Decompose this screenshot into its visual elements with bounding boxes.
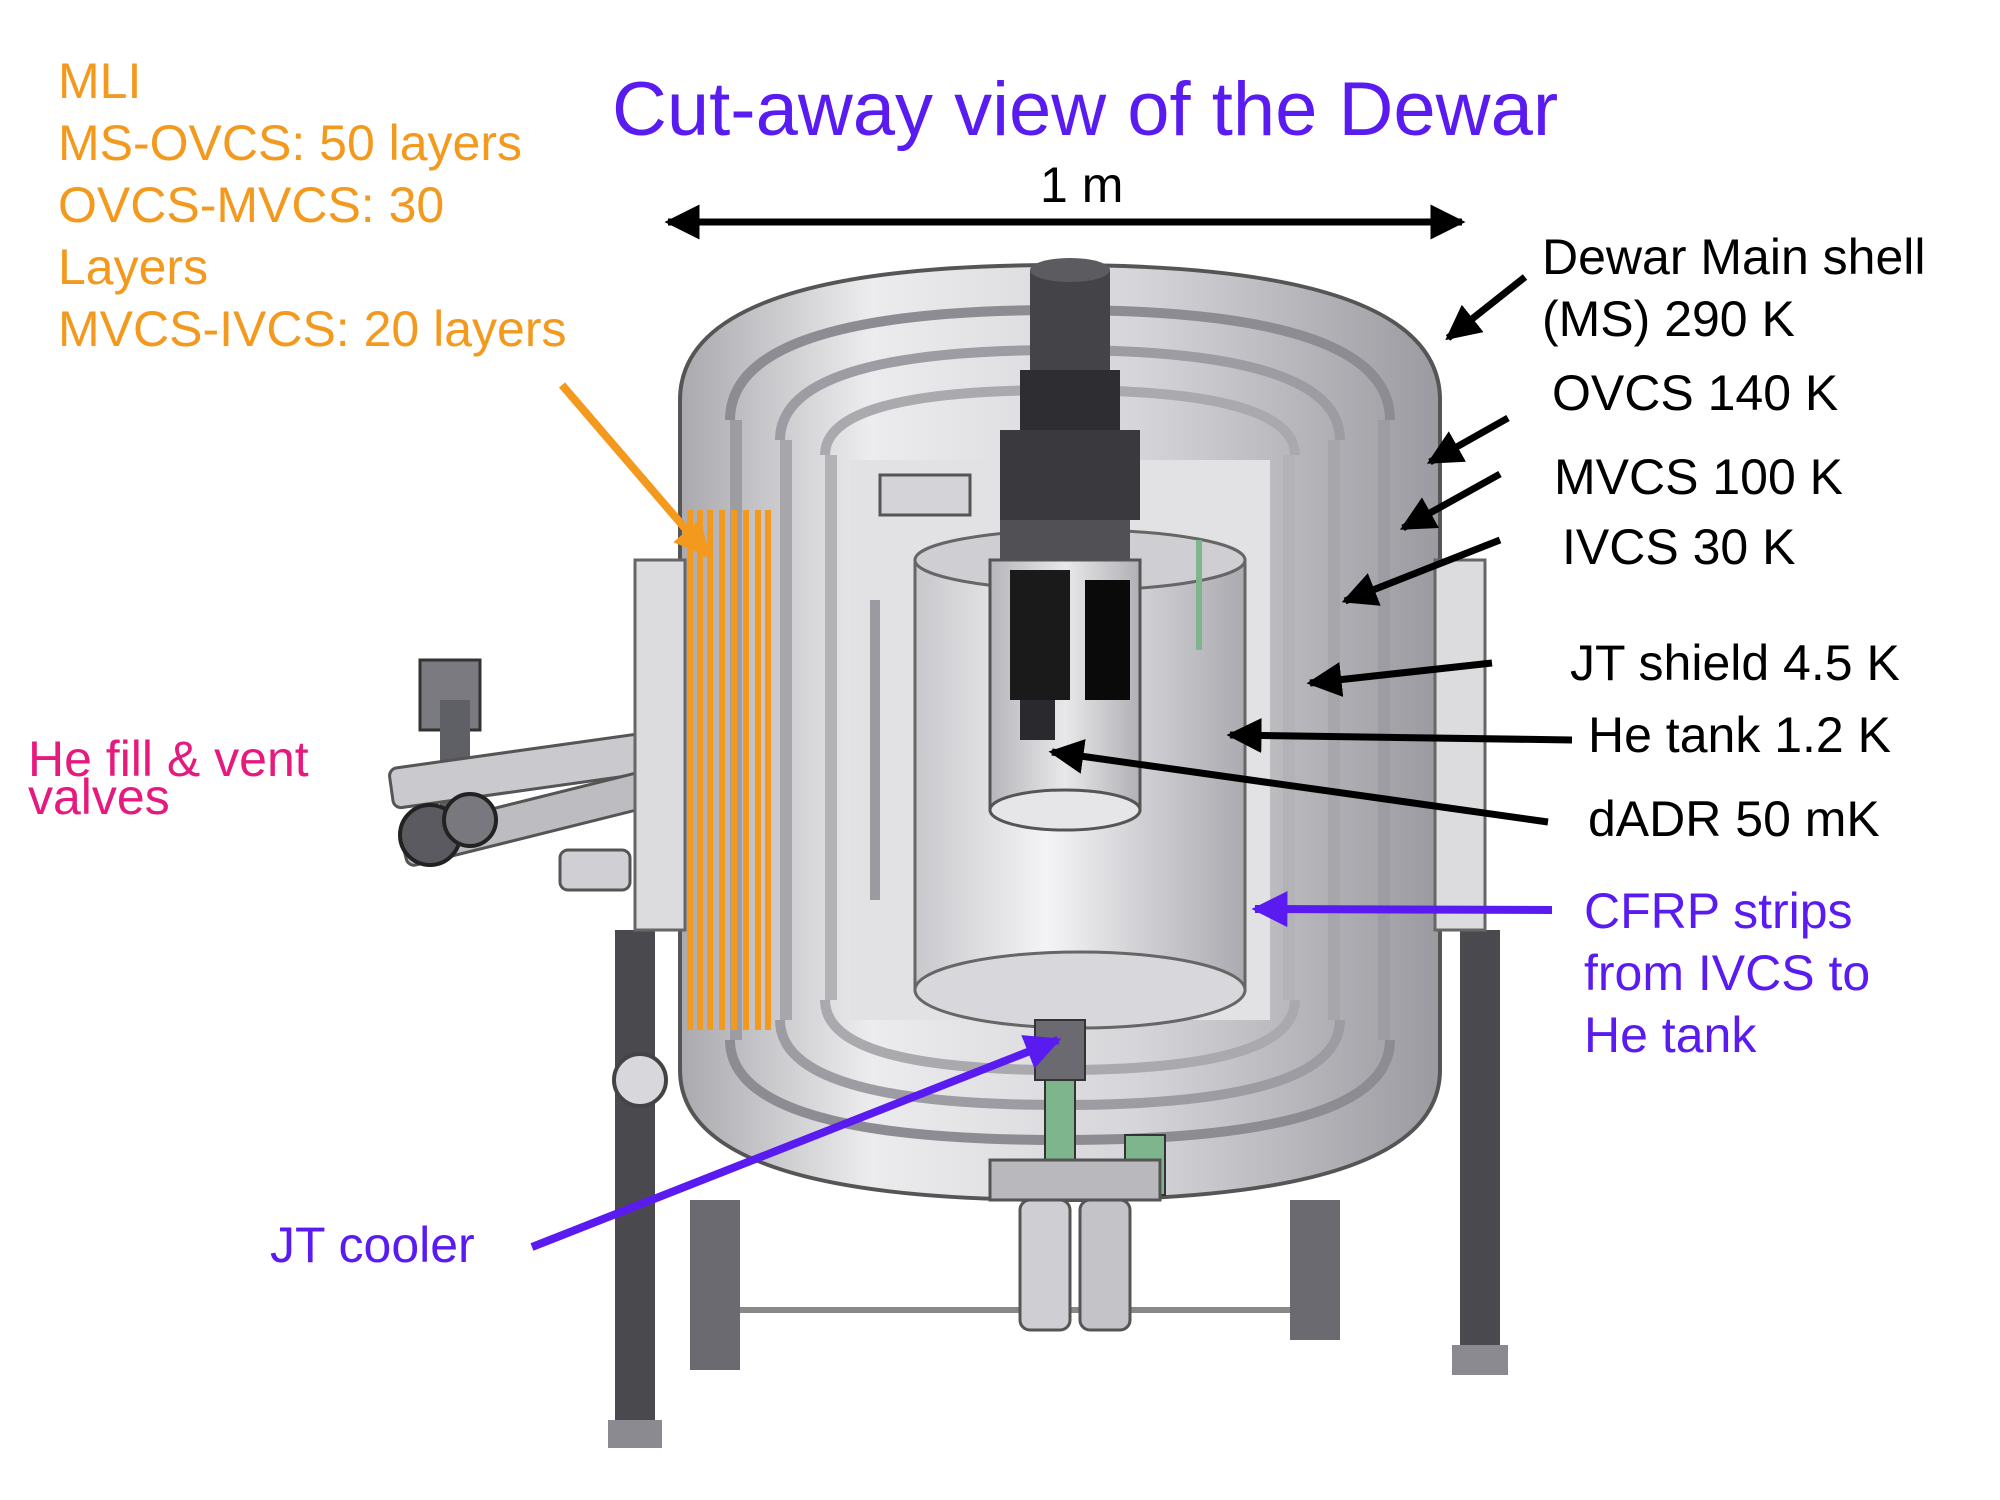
he-fill-line: valves bbox=[28, 769, 170, 825]
mli-line: MVCS-IVCS: 20 layers bbox=[58, 301, 567, 357]
jt-cooler-arrow bbox=[530, 1035, 1062, 1251]
he-fill-line: He fill & vent bbox=[28, 731, 309, 787]
cfrp-line: from IVCS to bbox=[1584, 945, 1871, 1001]
mli-line: MLI bbox=[58, 53, 142, 109]
cfrp-line: He tank bbox=[1584, 1007, 1757, 1063]
he-fill-vent-label: He fill & vent valves bbox=[28, 731, 309, 825]
mli-arrow bbox=[558, 382, 712, 558]
dadr-label: dADR 50 mK bbox=[1588, 791, 1880, 847]
dadr-arrow bbox=[1048, 739, 1549, 826]
callout-arrows bbox=[1048, 274, 1573, 826]
fill-vent-valve-assembly bbox=[388, 658, 668, 1108]
jt-cooler-label: JT cooler bbox=[270, 1217, 475, 1273]
he-tank bbox=[913, 528, 1247, 1030]
main-shell-label: Dewar Main shell bbox=[1542, 229, 1926, 285]
mvcs-arrow bbox=[1399, 470, 1502, 532]
cfrp-line: CFRP strips bbox=[1584, 883, 1853, 939]
scale-label: 1 m bbox=[1040, 157, 1124, 213]
cfrp-arrow bbox=[1251, 891, 1553, 928]
mli-line: MS-OVCS: 50 layers bbox=[58, 115, 523, 171]
jt-shield-arrow bbox=[1306, 659, 1493, 697]
he-tank-arrow bbox=[1226, 717, 1573, 753]
mli-line: Layers bbox=[58, 239, 209, 295]
he-tank-label: He tank 1.2 K bbox=[1588, 707, 1891, 763]
ovcs-label: OVCS 140 K bbox=[1552, 365, 1839, 421]
ivcs-label: IVCS 30 K bbox=[1562, 519, 1796, 575]
jt-shield-label: JT shield 4.5 K bbox=[1570, 635, 1900, 691]
mli-line: OVCS-MVCS: 30 bbox=[58, 177, 445, 233]
main-shell-temp-label: (MS) 290 K bbox=[1542, 291, 1795, 347]
dadr-assembly bbox=[878, 258, 1202, 740]
mli-label: MLI MS-OVCS: 50 layers OVCS-MVCS: 30 Lay… bbox=[58, 50, 678, 360]
support-legs bbox=[608, 930, 1508, 1448]
mvcs-label: MVCS 100 K bbox=[1554, 449, 1844, 505]
cfrp-label: CFRP strips from IVCS to He tank bbox=[1584, 880, 1870, 1066]
ivcs-arrow bbox=[1341, 536, 1502, 606]
ovcs-arrow bbox=[1426, 414, 1510, 466]
diagram-title: Cut-away view of the Dewar bbox=[612, 67, 1559, 152]
main-shell-arrow bbox=[1445, 274, 1528, 341]
mli-layers bbox=[687, 510, 771, 1030]
